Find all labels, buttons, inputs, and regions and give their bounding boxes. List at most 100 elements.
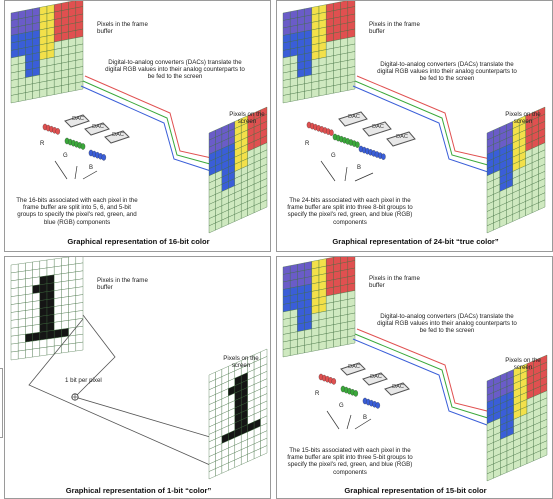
pixel-cell [333,84,341,94]
dac-label: DAC [370,374,382,380]
pixel-cell [68,82,76,93]
pixel-cell [75,333,84,344]
pixel-cell [39,315,48,325]
pixel-cell [340,336,348,347]
bit-per-pixel-label: 1 bit per pixel [65,377,102,384]
pixel-cell [75,257,84,265]
pixel-cell [68,334,76,345]
pixel-cell [54,265,62,276]
pixel-cell [32,89,40,100]
pixel-cell [46,86,55,97]
bit-split-description: The 15-bits associated with each pixel i… [287,447,413,476]
signal-wires [80,75,226,174]
pixel-cell [10,295,19,305]
pixel-cell [39,291,48,301]
pixel-cell [54,281,62,291]
pixel-cell [46,306,55,316]
pixel-cell [32,339,40,350]
pixel-cell [282,347,291,358]
panel-1-bit-color: Pixels in the frame buffer 1 bit per pix… [4,256,271,499]
screen-label: Pixels on the screen [223,355,259,370]
pixel-cell [10,271,19,282]
pixel-cell [39,307,48,317]
dac-boxes [64,114,130,144]
bit-cell [375,402,381,409]
pixel-cell [46,282,55,292]
pixel-cell [54,329,62,339]
dac-label: DAC [396,134,408,140]
pointer-arrows [326,410,372,430]
screen-grid [486,354,548,482]
bit-cell [80,143,86,150]
pixel-cell [61,343,69,354]
pixel-cell [10,350,19,361]
pixel-cell [18,294,26,304]
pixel-cell [54,336,62,347]
pixel-cell [75,310,84,320]
pixel-cell [10,279,19,289]
pixel-cell [25,293,33,303]
pixel-cell [25,333,33,343]
signal-wires [352,75,500,174]
panel-15-bit-color: Pixels in the frame buffer Digital-to-an… [276,256,553,499]
bit-cell [331,378,337,385]
dac-boxes [338,111,416,147]
bit-cell [381,153,386,160]
bit-node [71,393,79,401]
pixel-cell [540,447,548,459]
dac-description: Digital-to-analog converters (DACs) tran… [105,59,245,81]
dac-label: DAC [372,124,384,130]
pixel-cell [18,270,26,281]
pixel-cell [10,263,19,274]
blue-group-label: B [363,415,368,421]
pixel-cell [10,319,19,329]
green-group-label: G [339,403,344,409]
pixel-cell [61,272,69,282]
pixel-cell [75,262,84,273]
screen-grid [208,348,268,480]
pixel-cell [18,341,26,352]
screen-grid [208,106,268,234]
dac-label: DAC [348,364,360,370]
frame-buffer-grid [282,257,356,358]
pointer-arrows [54,160,98,180]
dac-boxes [340,362,410,396]
pixel-cell [68,342,76,353]
pixel-cell [54,305,62,315]
panel-caption: Graphical representation of 16-bit color [67,237,210,246]
pixel-cell [25,301,33,311]
pixel-cell [10,327,19,337]
pixel-cell [68,287,76,297]
pixel-cell [32,308,40,318]
pixel-cell [18,326,26,336]
pixel-cell [68,279,76,289]
pixel-cell [68,319,76,329]
pixel-cell [260,445,268,457]
panel-16-bit-color: Pixels in the frame buffer Digital-to-an… [4,0,271,252]
pixel-cell [25,348,33,359]
frame-buffer-label: Pixels in the frame buffer [369,275,420,290]
pixel-cell [54,257,62,268]
bit-cell [329,129,334,136]
bit-split-description: The 24-bits associated with each pixel i… [287,197,413,226]
pixel-cell [347,81,356,91]
dac-label: DAC [72,116,84,122]
pixel-cell [61,257,69,267]
pixel-cell [18,310,26,320]
pixel-cell [10,335,19,345]
pixel-cell [39,275,48,285]
pixel-cell [32,292,40,302]
pixel-cell [25,285,33,295]
pixel-cell [54,297,62,307]
pixel-cell [75,294,84,304]
pixel-cell [46,337,55,348]
pixel-cell [61,280,69,290]
bit-cell [101,154,107,161]
pixel-cell [25,269,33,280]
pixel-cell [10,303,19,313]
bit-split-description: The 16-bits associated with each pixel i… [16,197,138,226]
pixel-cell [290,346,298,356]
pixel-cell [46,330,55,340]
blue-group-label: B [357,165,362,171]
dac-description: Digital-to-analog converters (DACs) tran… [377,313,517,335]
